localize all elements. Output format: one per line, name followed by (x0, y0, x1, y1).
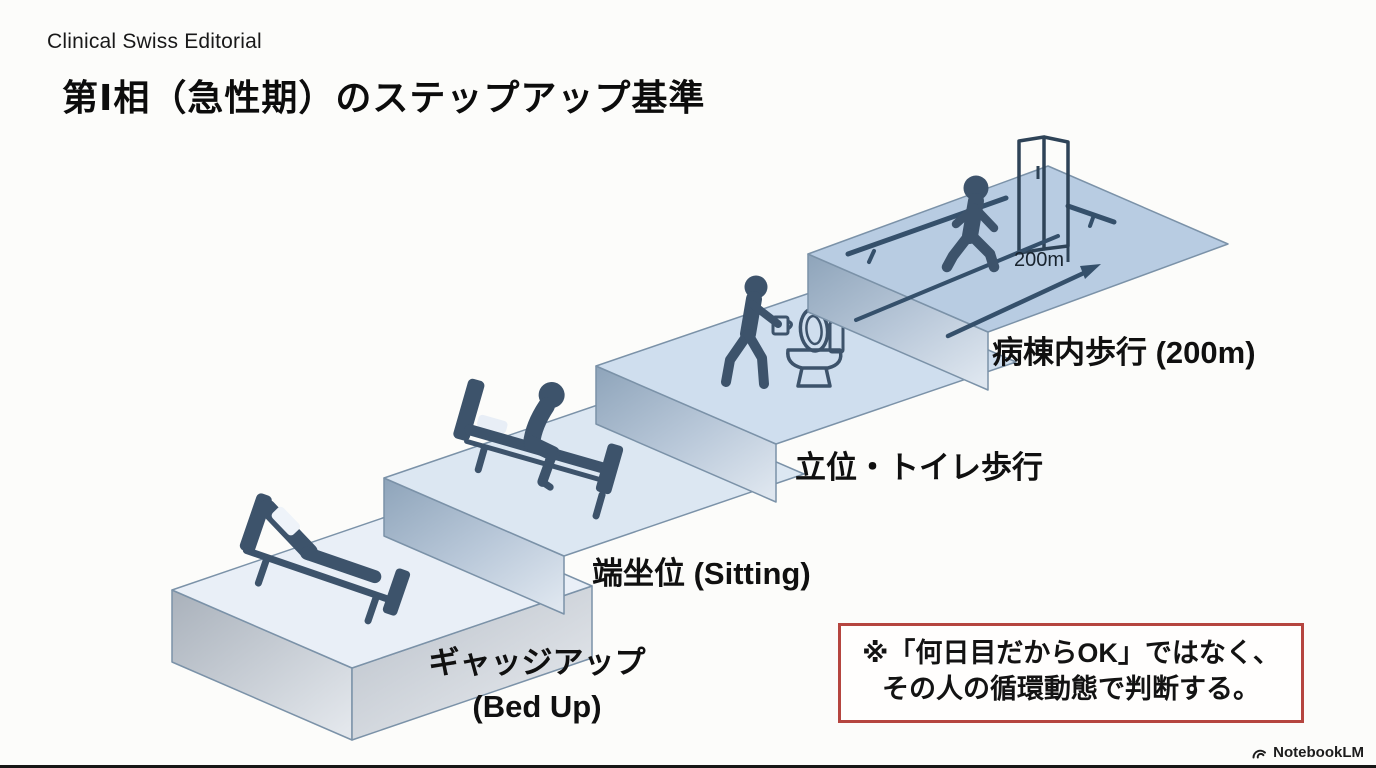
note-line1: ※「何日目だからOK」ではなく、 (862, 638, 1280, 668)
specimen-cup-icon (771, 315, 793, 336)
eyebrow: Clinical Swiss Editorial (47, 30, 262, 53)
step-label-bed-up-line1: ギャッジアップ (428, 645, 646, 680)
distance-label: 200m (1014, 249, 1065, 271)
person-sitting-on-bed-icon (453, 378, 624, 520)
notebooklm-logo-icon (1252, 749, 1267, 759)
page-title: 第Ⅰ相（急性期）のステップアップ基準 (62, 77, 706, 118)
toilet-icon (786, 307, 845, 388)
distance-arrow-icon (945, 264, 1101, 339)
notebooklm-brand-text: NotebookLM (1273, 744, 1364, 761)
step-label-bed-up: ギャッジアップ (Bed Up) (398, 641, 676, 729)
person-walking-to-toilet-icon (721, 275, 845, 389)
walking-lane-line (854, 234, 1060, 322)
step-label-standing-toilet: 立位・トイレ歩行 (795, 450, 1043, 485)
note-box: ※「何日目だからOK」ではなく、 その人の循環動態で判断する。 (838, 623, 1304, 723)
step-label-bed-up-line2: (Bed Up) (472, 689, 602, 725)
note-line2: その人の循環動態で判断する。 (882, 673, 1260, 704)
gatch-up-bed-icon (239, 493, 411, 625)
step-label-sitting: 端坐位 (Sitting) (592, 556, 811, 591)
door-icon (1017, 135, 1070, 262)
bottom-edge-bar (0, 765, 1376, 768)
notebooklm-watermark: NotebookLM (1251, 744, 1364, 761)
person-walking-corridor-icon (941, 175, 1000, 273)
step-label-ward-walking: 病棟内歩行 (200m) (992, 335, 1256, 370)
